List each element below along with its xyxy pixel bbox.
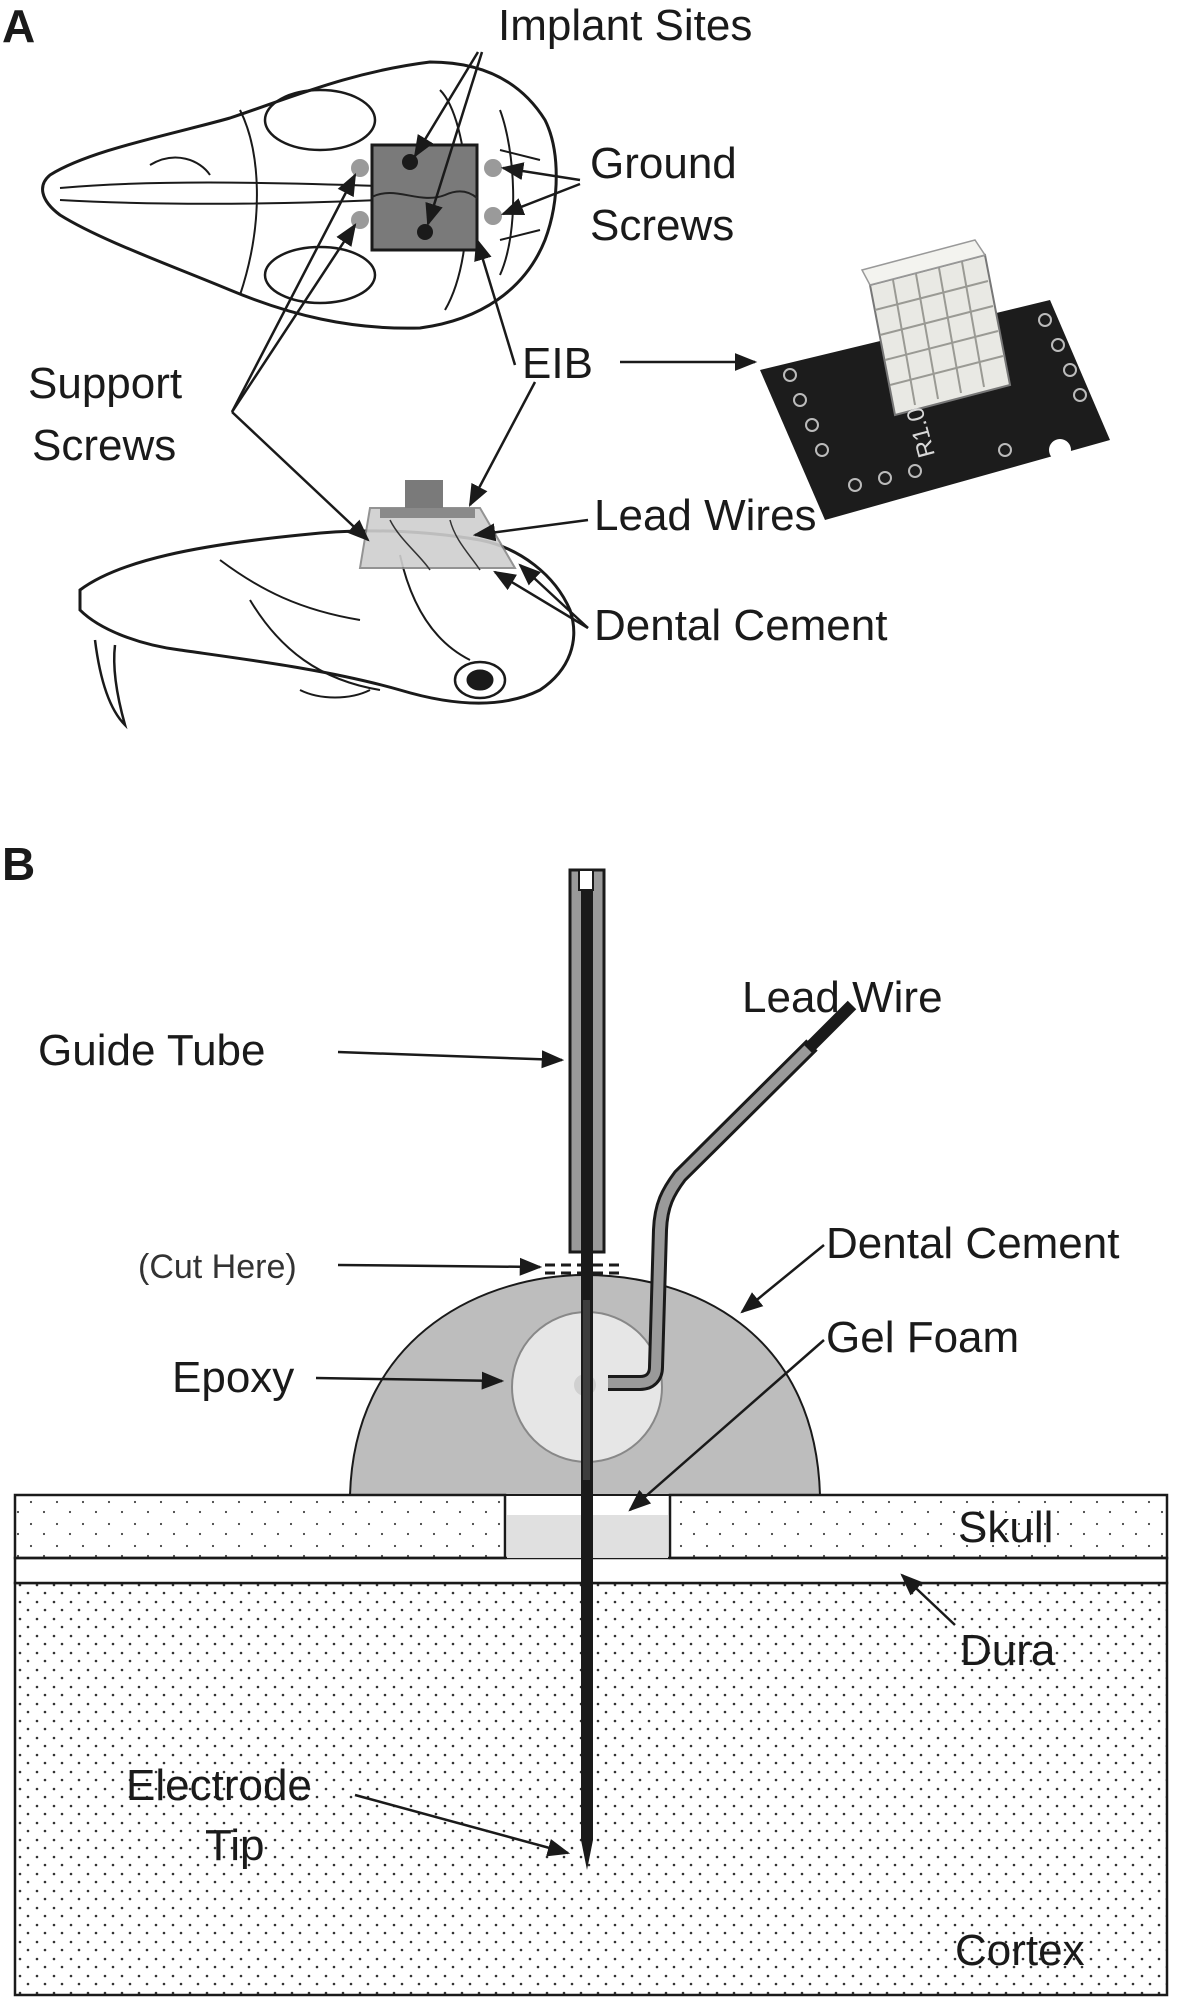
cut-here-label: (Cut Here)	[138, 1248, 297, 1286]
cortex-label: Cortex	[955, 1926, 1085, 1975]
skull-dorsal-view	[41, 60, 558, 330]
panel-a-letter: A	[2, 0, 35, 52]
ground-screws-label-line2: Screws	[590, 201, 734, 250]
dental-cement-label-a: Dental Cement	[594, 601, 887, 650]
implant-site-marker	[402, 154, 418, 170]
ground-screws-label-line1: Ground	[590, 139, 737, 188]
lead-wire-tip	[803, 1000, 857, 1054]
lead-wires-label: Lead Wires	[594, 491, 817, 540]
skull-right	[668, 1493, 1169, 1560]
electrode-tip-label-line1: Electrode	[126, 1761, 312, 1810]
gel-foam-label: Gel Foam	[826, 1313, 1019, 1362]
panel-a: A	[2, 0, 1110, 730]
panel-b: B Guide Tube Lead Wire (Cut Here) Dental	[2, 838, 1169, 1997]
eib-side	[405, 480, 443, 510]
panel-a-arrows	[230, 51, 758, 630]
support-screws-label-line1: Support	[28, 359, 182, 408]
ground-screw-marker	[484, 207, 502, 225]
lead-wire-label: Lead Wire	[742, 973, 943, 1022]
guide-tube-label: Guide Tube	[38, 1026, 266, 1075]
skull-left	[13, 1493, 507, 1560]
dental-cement-label-b: Dental Cement	[826, 1219, 1119, 1268]
ground-screw-marker	[484, 159, 502, 177]
panel-b-letter: B	[2, 838, 35, 890]
support-screws-label-line2: Screws	[32, 421, 176, 470]
panel-b-arrows	[315, 1050, 956, 1857]
eib-label: EIB	[522, 339, 593, 388]
epoxy-label: Epoxy	[172, 1353, 294, 1402]
dura-label: Dura	[960, 1626, 1056, 1675]
electrode-tip-label-line2: Tip	[205, 1821, 265, 1870]
skull-lateral-view	[78, 529, 576, 730]
skull-label: Skull	[958, 1503, 1053, 1552]
implant-site-marker	[417, 224, 433, 240]
eib-board: R1.0	[760, 239, 1110, 520]
support-screw-marker	[351, 159, 369, 177]
implant-sites-label: Implant Sites	[498, 1, 752, 50]
